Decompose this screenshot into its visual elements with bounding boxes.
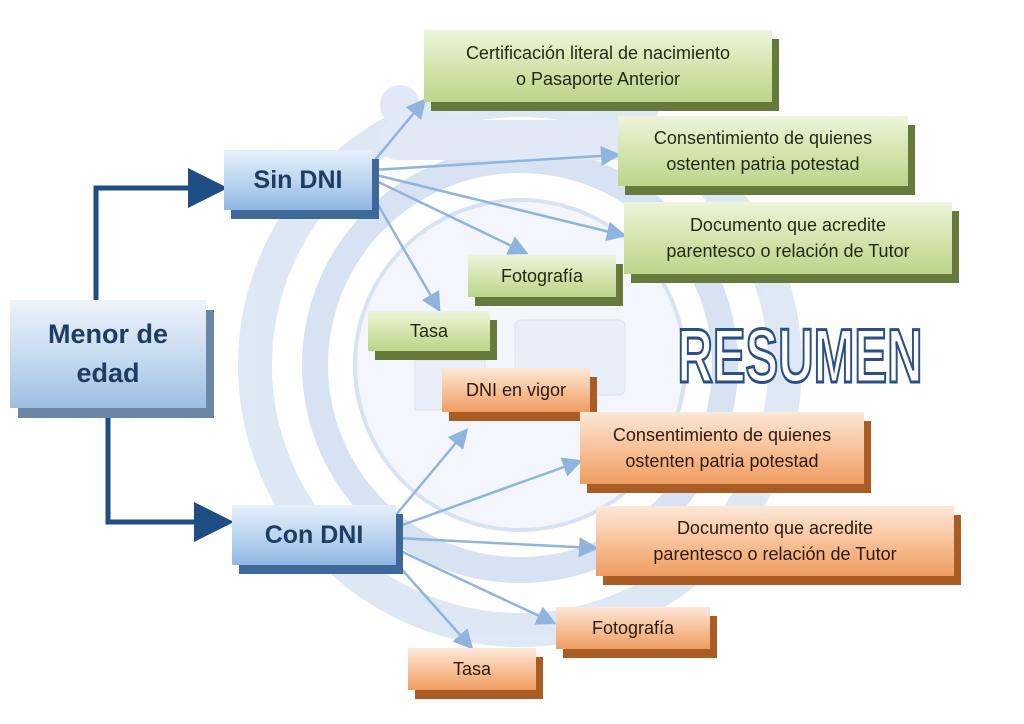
sin-dni-label: Sin DNI — [253, 165, 343, 194]
sin-dni-arrows — [364, 98, 627, 313]
sin-dni-certificacion-node: Certificación literal de nacimiento o Pa… — [424, 30, 772, 102]
menor-de-edad-node: Menor de edad — [10, 300, 206, 408]
root-arrows — [93, 168, 234, 542]
con-dni-fotografia-label: Fotografía — [591, 617, 675, 638]
arrow-con-dni-to-fotografia — [393, 546, 557, 625]
con-dni-tasa-node: Tasa — [408, 648, 536, 690]
arrow-root-to-con-dni — [105, 410, 234, 542]
con-dni-tasa-label: Tasa — [452, 658, 492, 679]
con-dni-documento-node: Documento que acredite parentesco o rela… — [596, 506, 954, 576]
resumen-heading: RESUMEN — [678, 314, 923, 399]
con-dni-arrows — [387, 428, 599, 650]
sin-dni-documento-line1: Documento que acredite — [689, 214, 887, 235]
arrow-con-dni-to-tasa — [387, 553, 474, 650]
con-dni-consentimiento-node: Consentimiento de quienes ostenten patri… — [580, 412, 864, 484]
sin-dni-node: Sin DNI — [224, 150, 372, 210]
con-dni-label: Con DNI — [264, 520, 364, 549]
sin-dni-tasa-node: Tasa — [368, 311, 490, 351]
con-dni-fotografia-node: Fotografía — [556, 607, 710, 649]
con-dni-dni-en-vigor-label: DNI en vigor — [465, 379, 567, 400]
arrow-sin-dni-to-tasa — [364, 183, 441, 313]
con-dni-node: Con DNI — [232, 505, 396, 565]
arrow-root-to-sin-dni — [93, 168, 228, 300]
sin-dni-fotografia-label: Fotografía — [500, 265, 584, 286]
arrow-con-dni-to-consentimiento — [393, 457, 583, 530]
con-dni-documento-line1: Documento que acredite — [676, 517, 874, 538]
sin-dni-consentimiento-node: Consentimiento de quienes ostenten patri… — [618, 116, 908, 186]
con-dni-documento-line2: parentesco o relación de Tutor — [653, 544, 897, 564]
arrow-sin-dni-to-consentimiento — [371, 145, 621, 172]
sin-dni-consentimiento-line2: ostenten patria potestad — [666, 154, 860, 174]
sin-dni-certificacion-line1: Certificación literal de nacimiento — [465, 42, 731, 63]
con-dni-consentimiento-line1: Consentimiento de quienes — [612, 424, 832, 445]
sin-dni-documento-node: Documento que acredite parentesco o rela… — [624, 202, 952, 274]
sin-dni-documento-line2: parentesco o relación de Tutor — [666, 241, 910, 261]
sin-dni-consentimiento-line1: Consentimiento de quienes — [653, 127, 873, 148]
sin-dni-tasa-label: Tasa — [409, 320, 449, 341]
sin-dni-certificacion-line2: o Pasaporte Anterior — [515, 69, 681, 89]
menor-de-edad-line1: Menor de — [47, 318, 168, 349]
sin-dni-fotografia-node: Fotografía — [468, 255, 616, 297]
arrow-con-dni-to-documento — [395, 536, 599, 558]
arrow-sin-dni-to-fotografia — [369, 176, 529, 255]
menor-de-edad-line2: edad — [76, 358, 140, 388]
arrow-con-dni-to-dni-en-vigor — [389, 428, 469, 523]
arrow-sin-dni-to-certificacion — [369, 98, 427, 167]
con-dni-consentimiento-line2: ostenten patria potestad — [625, 451, 819, 471]
con-dni-dni-en-vigor-node: DNI en vigor — [442, 368, 590, 412]
arrow-sin-dni-to-documento — [371, 172, 627, 242]
